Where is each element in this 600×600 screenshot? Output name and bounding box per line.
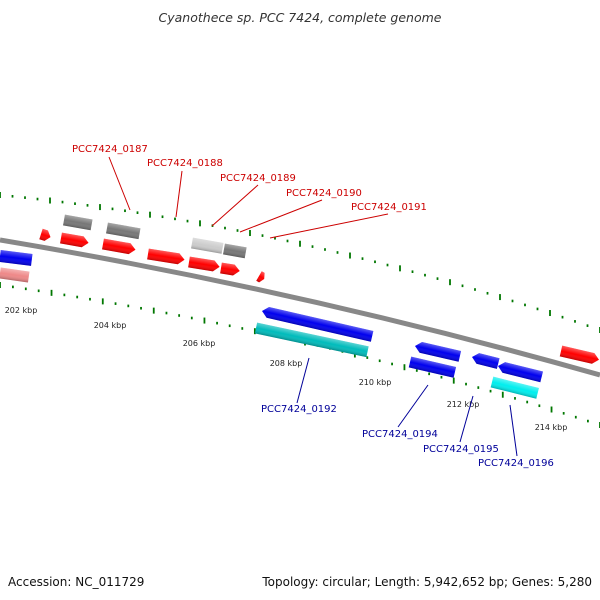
gene-label[interactable]: PCC7424_0191 (351, 202, 427, 213)
forward-gene (256, 271, 265, 283)
gene-label[interactable]: PCC7424_0192 (261, 404, 337, 415)
scale-label: 210 kbp (359, 378, 392, 387)
forward-gene (60, 232, 89, 248)
reverse-gene (0, 250, 33, 266)
reverse-gene (415, 341, 462, 362)
forward-gene (102, 238, 136, 255)
rna-gene (254, 322, 369, 358)
outer-tick-ring (0, 192, 600, 333)
scale-label: 202 kbp (5, 306, 38, 315)
reverse-gene (472, 353, 500, 369)
forward-gene (39, 228, 51, 241)
gene-label[interactable]: PCC7424_0190 (286, 188, 362, 199)
faded-gene (0, 267, 30, 283)
pseudo-gene (223, 243, 247, 259)
reverse-gene (262, 306, 374, 342)
reverse-gene (408, 356, 457, 378)
callout-line (509, 404, 518, 457)
callout-line (397, 384, 429, 428)
scale-label: 206 kbp (183, 339, 216, 348)
callout-line (175, 170, 183, 218)
pseudo-gene (63, 214, 93, 231)
gene-label[interactable]: PCC7424_0194 (362, 429, 438, 440)
map-title: Cyanothece sp. PCC 7424, complete genome (159, 10, 442, 25)
gene-features (0, 214, 600, 399)
scale-label: 214 kbp (535, 423, 568, 432)
callout-line (108, 156, 131, 211)
callout-line (459, 395, 474, 443)
genome-backbone (0, 237, 600, 378)
gene-label[interactable]: PCC7424_0188 (147, 158, 223, 169)
gene-label[interactable]: PCC7424_0196 (478, 458, 554, 469)
gene-label[interactable]: PCC7424_0189 (220, 173, 296, 184)
callout-line (269, 213, 389, 239)
scale-label: 212 kbp (447, 400, 480, 409)
scale-label: 208 kbp (270, 359, 303, 368)
forward-gene (188, 256, 220, 272)
pseudo-gene (191, 237, 224, 254)
gene-label[interactable]: PCC7424_0187 (72, 144, 148, 155)
callout-line (239, 199, 323, 233)
rna-gene (490, 376, 539, 399)
genome-summary-text: Topology: circular; Length: 5,942,652 bp… (261, 575, 592, 589)
gene-callouts: PCC7424_0187PCC7424_0188PCC7424_0189PCC7… (72, 144, 554, 469)
gene-label[interactable]: PCC7424_0195 (423, 444, 499, 455)
forward-gene (147, 248, 185, 265)
forward-gene (559, 345, 600, 364)
callout-line (296, 357, 310, 404)
accession-text: Accession: NC_011729 (8, 575, 144, 589)
reverse-gene (498, 362, 543, 383)
pseudo-gene (106, 222, 141, 240)
scale-labels: 202 kbp 204 kbp 206 kbp 208 kbp 210 kbp 212 k… (5, 306, 568, 432)
forward-gene (220, 262, 240, 276)
callout-line (211, 184, 259, 227)
scale-label: 204 kbp (94, 321, 127, 330)
